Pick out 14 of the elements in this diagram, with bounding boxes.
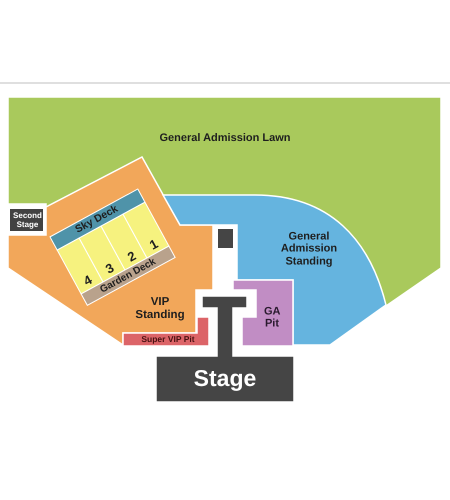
section-number: 3 <box>104 260 117 278</box>
pit-label: Super VIP Pit <box>141 334 195 344</box>
section-number: 4 <box>82 272 95 290</box>
second-stage <box>9 208 44 232</box>
square-block <box>218 229 233 248</box>
area-label: VIP Standing <box>135 296 185 322</box>
area-label: General Admission Standing <box>280 230 338 268</box>
lawn-area <box>8 97 441 306</box>
pit-area <box>233 280 293 346</box>
stage-label: Stage <box>194 366 256 392</box>
stage-label: Second Stage <box>13 212 42 230</box>
section-number: 1 <box>147 237 161 254</box>
pit-label: GA Pit <box>264 306 280 330</box>
area-label: General Admission Lawn <box>160 132 290 144</box>
